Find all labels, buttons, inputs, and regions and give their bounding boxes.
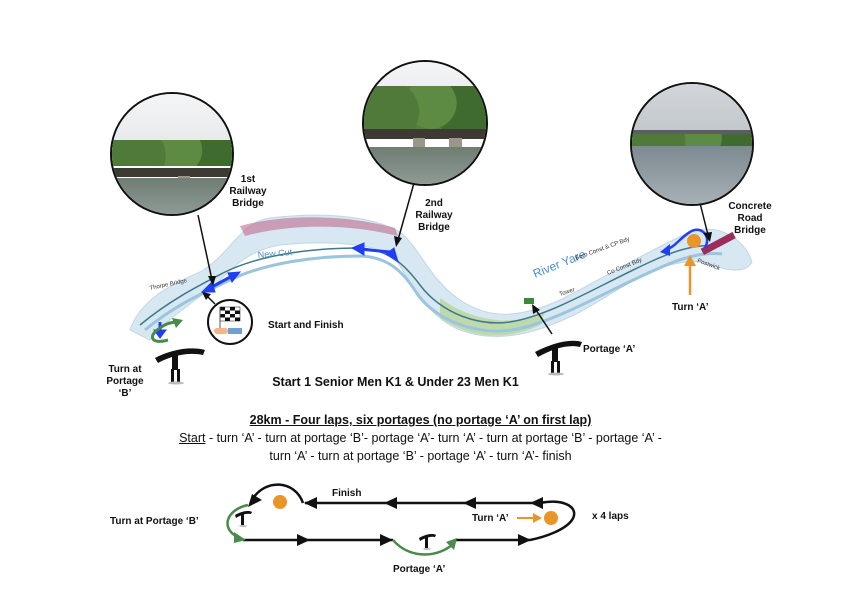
pointer-railway2 — [397, 182, 415, 241]
lap-start-marker — [273, 495, 287, 509]
road-bridge-marker — [700, 231, 736, 255]
start-finish-badge — [207, 299, 253, 345]
lap-label-portage-a: Portage ‘A’ — [393, 564, 446, 575]
portage-b-turn-arrowhead — [172, 318, 183, 328]
portage-a-marker — [524, 298, 534, 304]
photo-concrete-road-bridge — [630, 82, 754, 206]
map-text-tower: Tower — [559, 287, 576, 298]
label-1st-railway-bridge: 1st Railway Bridge — [229, 174, 267, 209]
label-start-and-finish: Start and Finish — [268, 320, 344, 331]
portage-a-figure-icon — [535, 340, 582, 376]
race-heading: 28km - Four laps, six portages (no porta… — [249, 413, 592, 427]
lap-label-turn-a: Turn ‘A’ — [472, 513, 509, 524]
race-sequence-line-1: Start - turn ‘A’ - turn at portage ‘B’- … — [179, 431, 662, 445]
sequence-start-word: Start — [179, 431, 206, 445]
river-channel-inner — [144, 252, 723, 333]
race-start-title: Start 1 Senior Men K1 & Under 23 Men K1 — [272, 375, 519, 389]
label-2nd-railway-bridge: 2nd Railway Bridge — [415, 198, 453, 233]
map-text-newcut: New Cut — [257, 247, 293, 260]
photo-2nd-railway-bridge — [362, 60, 488, 186]
portage-b-turn-arrow — [151, 320, 179, 343]
pointer-startfinish — [206, 295, 216, 305]
lap-portage-b-curve — [226, 503, 249, 540]
lap-label-finish: Finish — [332, 488, 362, 499]
pointer-portage-a — [535, 309, 553, 335]
lap-portage-b-figure-icon — [235, 511, 252, 527]
lap-turn-curve — [529, 500, 576, 542]
label-turn-at-portage-b: Turn at Portage ‘B’ — [106, 364, 144, 399]
lap-label-laps: x 4 laps — [592, 511, 629, 522]
turn-a-loop-arrow — [665, 228, 709, 252]
direction-arrows — [153, 242, 399, 339]
lap-portage-a-curve — [392, 539, 456, 556]
river-channel — [139, 244, 721, 326]
turn-a-loop-arrowhead — [660, 244, 670, 256]
turn-a-pointer-head — [684, 255, 696, 266]
portage-b-figure-icon — [155, 348, 205, 385]
lap-portage-a-figure-icon — [419, 534, 436, 550]
pointer-railway1 — [197, 214, 213, 281]
label-concrete-road-bridge: Concrete Road Bridge — [728, 201, 772, 236]
label-portage-a: Portage ‘A’ — [583, 344, 636, 355]
checkered-flag-icon — [214, 306, 242, 334]
urban-band — [240, 217, 398, 236]
label-turn-a: Turn ‘A’ — [672, 302, 709, 313]
lap-finish-curve — [250, 483, 305, 504]
photo-1st-railway-bridge — [110, 92, 234, 216]
lap-turn-a-marker — [544, 511, 558, 525]
race-sequence-line-2: turn ‘A’ - turn at portage ‘B’ - portage… — [269, 449, 572, 463]
lap-diagram — [226, 483, 576, 556]
river-name: River Yare — [531, 247, 588, 281]
lap-label-turn-portage-b: Turn at Portage ‘B’ — [110, 516, 199, 527]
turn-a-marker — [687, 234, 701, 248]
